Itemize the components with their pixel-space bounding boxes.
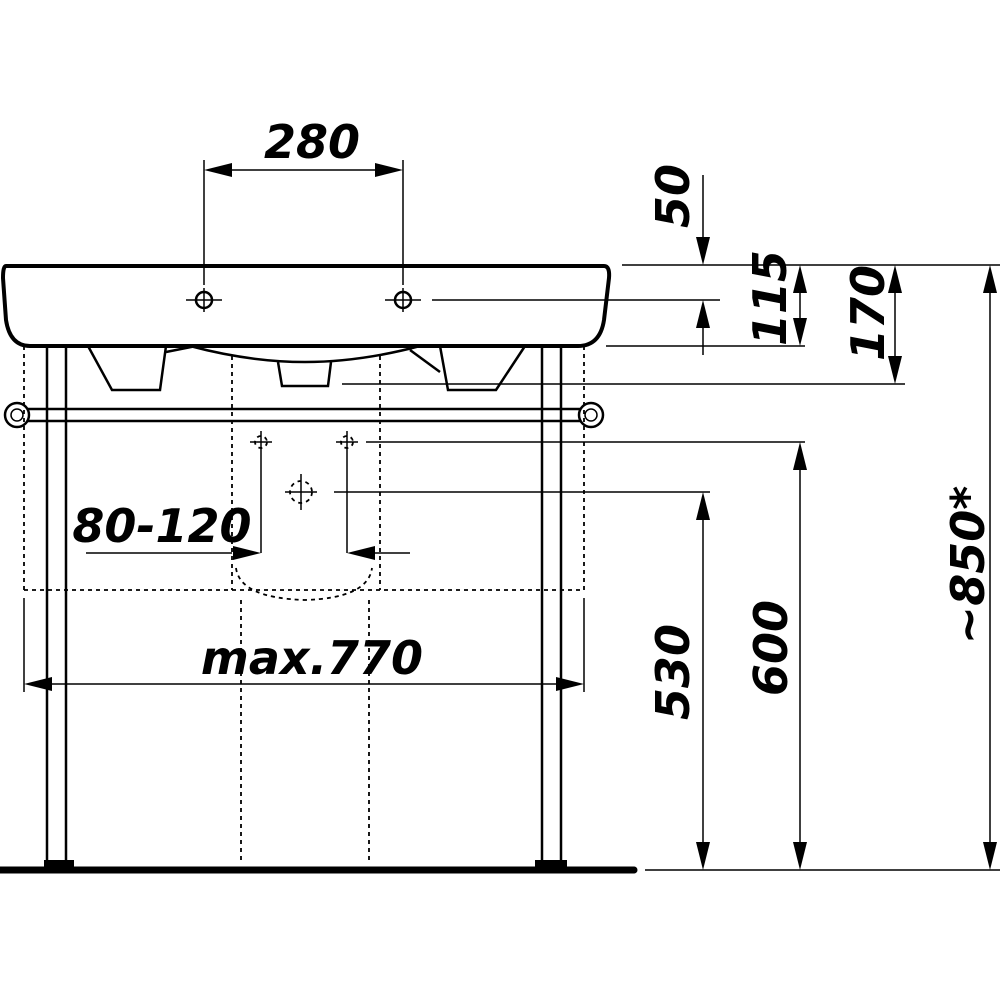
extension-lines-right — [334, 264, 1000, 871]
dimension-600: 600 — [744, 442, 807, 870]
dimension-170-label: 170 — [841, 265, 895, 361]
supply-point-left — [250, 431, 272, 553]
dimension-850-label: ~850* — [941, 486, 995, 645]
dimension-115: 115 — [743, 250, 807, 346]
washbasin — [0, 264, 612, 392]
dimension-max-770-label: max.770 — [201, 631, 423, 685]
leg-left — [44, 346, 74, 870]
hidden-lines — [23, 346, 585, 864]
tap-hole-right — [385, 288, 421, 312]
dimension-530: 530 — [646, 492, 710, 870]
dimension-80-120: 80-120 — [72, 499, 410, 560]
leg-right — [535, 346, 567, 870]
dimension-115-label: 115 — [743, 250, 797, 346]
dimension-530-label: 530 — [646, 624, 700, 720]
dimension-850: ~850* — [941, 265, 997, 870]
dimension-80-120-label: 80-120 — [72, 499, 251, 553]
dimension-50: 50 — [646, 164, 710, 355]
towel-rail — [3, 401, 605, 429]
dimension-280-label: 280 — [264, 115, 360, 169]
dimension-600-label: 600 — [744, 600, 798, 696]
waste-point — [285, 474, 317, 510]
dimension-280: 280 — [203, 115, 404, 285]
dimension-50-label: 50 — [646, 164, 700, 228]
dimension-max-770: max.770 — [23, 598, 585, 692]
tap-hole-left — [186, 288, 222, 312]
dimension-170: 170 — [841, 265, 902, 384]
